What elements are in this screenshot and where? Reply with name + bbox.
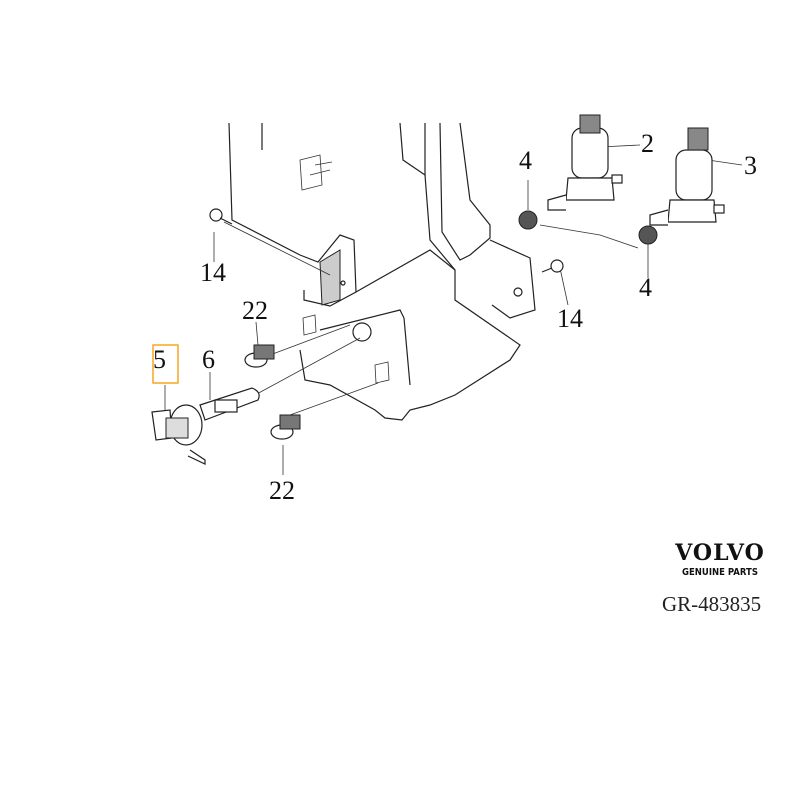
level-sensor-5 xyxy=(151,404,206,465)
callout-4: 4 xyxy=(639,273,652,302)
volvo-logo: VOLVO GENUINE PARTS xyxy=(660,540,780,580)
grommet-4a xyxy=(518,210,538,230)
callout-2: 2 xyxy=(641,129,654,158)
diagram-number: GR-483835 xyxy=(662,592,762,616)
washer-fluid-tank xyxy=(228,122,536,421)
leader-lines xyxy=(164,144,743,475)
callout-5[interactable]: 5 xyxy=(153,345,166,374)
highlight-box xyxy=(152,344,179,384)
clip-22a xyxy=(244,344,275,368)
washer-pump-3 xyxy=(649,127,725,226)
callout-6: 6 xyxy=(202,345,215,374)
callout-22: 22 xyxy=(269,476,295,505)
grommet-4b xyxy=(638,225,658,245)
callout-14: 14 xyxy=(557,304,583,333)
callout-14: 14 xyxy=(200,258,226,287)
sensor-tube-6 xyxy=(199,387,260,421)
callout-4: 4 xyxy=(519,146,532,175)
callout-3: 3 xyxy=(744,151,757,180)
clip-22b xyxy=(270,414,301,440)
logo-tagline: GENUINE PARTS xyxy=(682,567,758,578)
screw-14a xyxy=(209,208,233,225)
washer-pump-2 xyxy=(547,114,623,211)
screw-14b xyxy=(541,259,564,273)
callout-22: 22 xyxy=(242,296,268,325)
logo-text: VOLVO xyxy=(675,540,765,566)
